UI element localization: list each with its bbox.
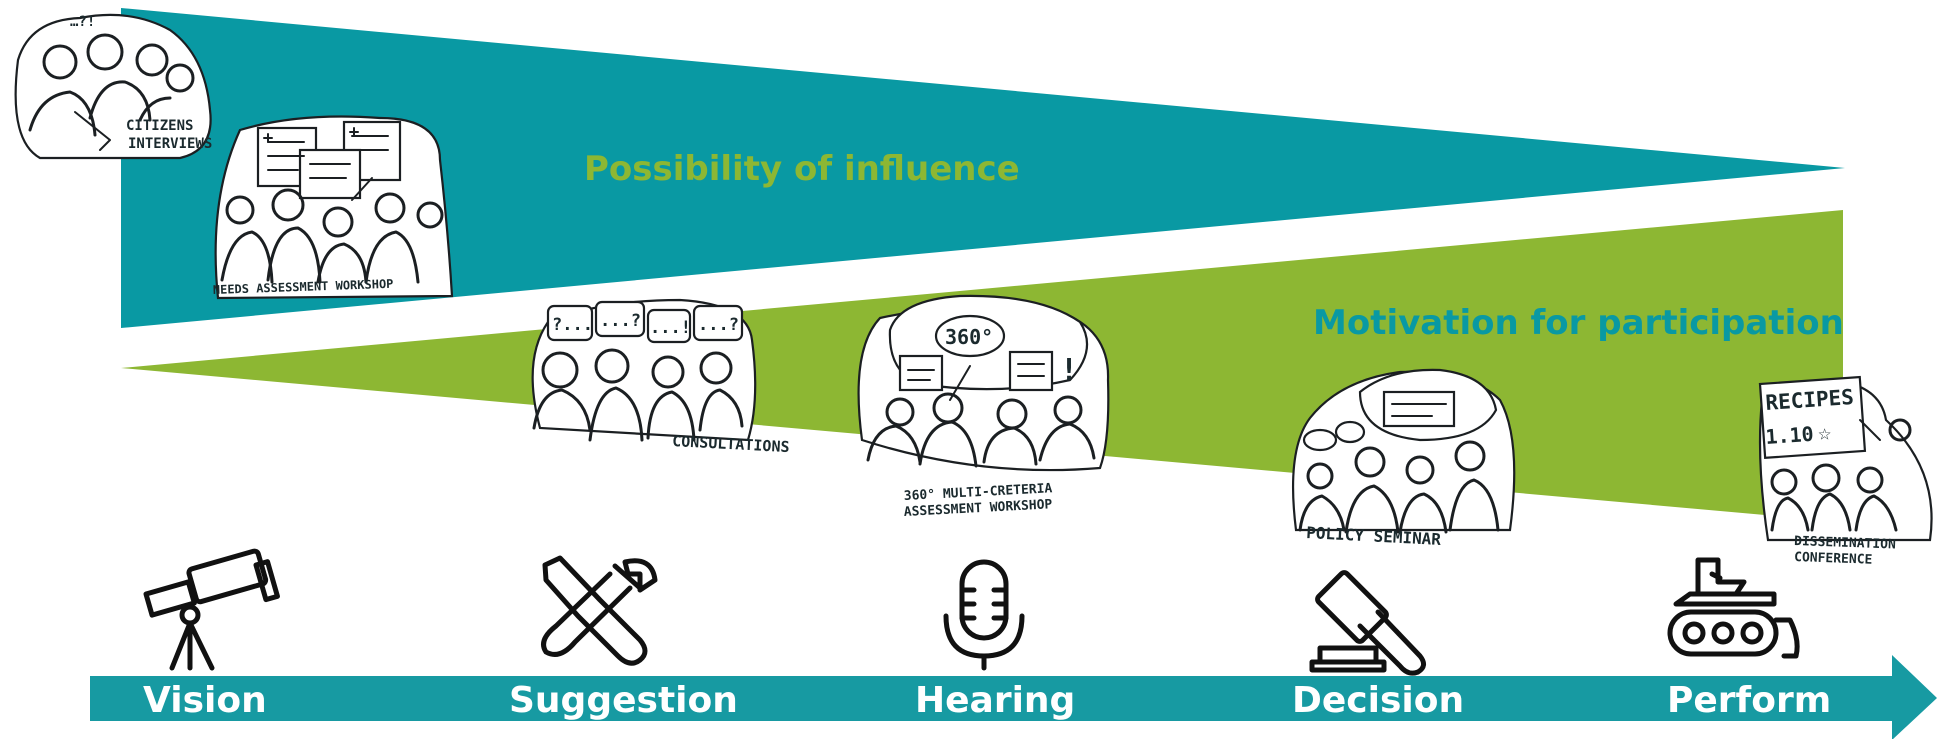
consultations-sketch: ?... ...? ...! ...? CONSULTATIONS bbox=[531, 298, 790, 456]
gavel-icon bbox=[1309, 570, 1426, 676]
stage-vision-label: Vision bbox=[143, 680, 267, 721]
citizens-label-2: INTERVIEWS bbox=[128, 136, 212, 152]
stage-perform-label: Perform bbox=[1667, 680, 1831, 721]
speech-3: ...! bbox=[650, 318, 691, 338]
svg-text:☆: ☆ bbox=[1818, 421, 1831, 446]
speech-4: ...? bbox=[698, 315, 739, 335]
telescope-icon bbox=[143, 548, 280, 671]
timeline-arrow bbox=[90, 655, 1937, 739]
svg-text:…?!: …?! bbox=[70, 14, 95, 30]
microphone-icon bbox=[943, 559, 1025, 671]
policy-seminar-sketch: POLICY SEMINAR bbox=[1291, 368, 1516, 549]
dissemination-label-2: CONFERENCE bbox=[1794, 550, 1873, 568]
citizens-label-1: CITIZENS bbox=[126, 118, 193, 134]
influence-band bbox=[121, 8, 1845, 328]
motivation-title: Motivation for participation bbox=[1313, 303, 1844, 343]
recipes-board-number: 1.10 bbox=[1765, 422, 1815, 449]
dissemination-sketch: RECIPES 1.10 ☆ DISSEMINATION CONFERENCE bbox=[1758, 375, 1933, 568]
speech-1: ?... bbox=[552, 315, 593, 335]
dissemination-label-1: DISSEMINATION bbox=[1794, 534, 1896, 553]
needs-label: NEEDS ASSESSMENT WORKSHOP bbox=[213, 277, 394, 297]
multicriteria-workshop-sketch: 360° ! 360° MULTI-CRETERIA ASSESSMENT WO… bbox=[857, 294, 1110, 520]
bulldozer-icon bbox=[1667, 557, 1800, 659]
influence-title: Possibility of influence bbox=[584, 149, 1020, 189]
needs-workshop-sketch: NEEDS ASSESSMENT WORKSHOP bbox=[213, 115, 454, 300]
stage-suggestion-label: Suggestion bbox=[509, 680, 738, 721]
tools-icon bbox=[541, 555, 658, 666]
stage-decision-label: Decision bbox=[1292, 680, 1464, 721]
bubble-360: 360° bbox=[945, 325, 993, 349]
stage-hearing-label: Hearing bbox=[915, 680, 1075, 721]
consultations-label: CONSULTATIONS bbox=[672, 432, 790, 456]
svg-text:!: ! bbox=[1060, 353, 1078, 388]
speech-2: ...? bbox=[600, 311, 641, 331]
citizens-interviews-sketch: …?! CITIZENS INTERVIEWS bbox=[14, 13, 212, 160]
